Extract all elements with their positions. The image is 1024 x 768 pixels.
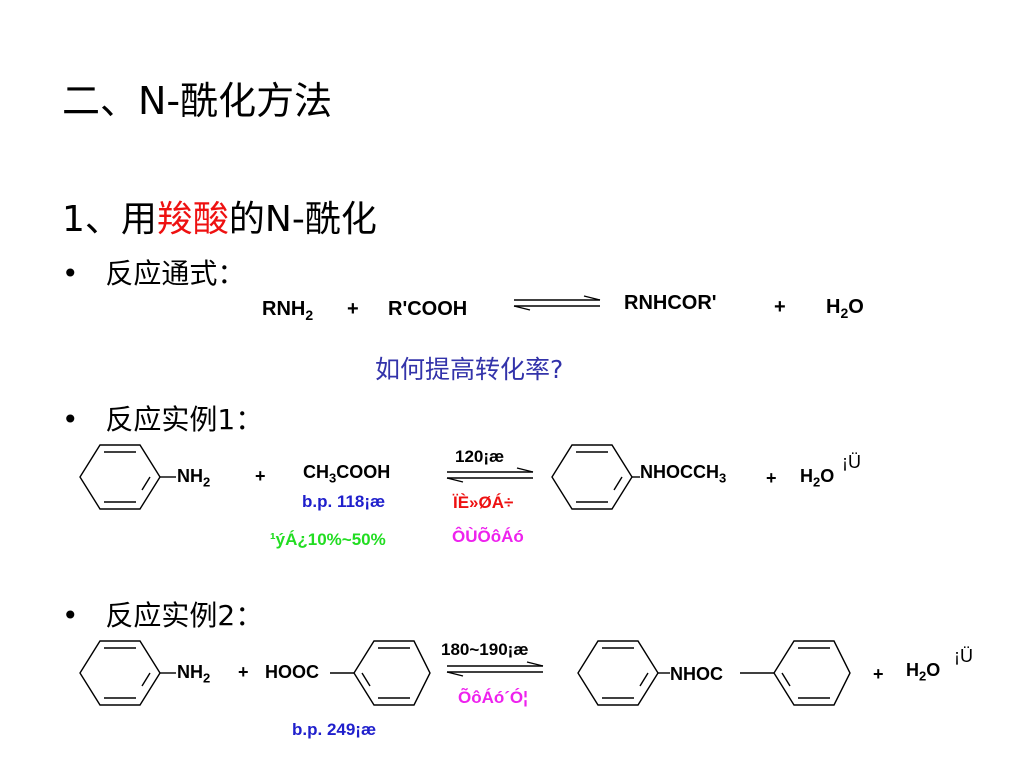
slide-title: 二、N-酰化方法: [62, 79, 333, 123]
bullet-label: 反应实例1：: [105, 403, 264, 436]
section-heading: 1、用羧酸的N-酰化: [62, 199, 377, 240]
bullet-general-equation: • 反应通式：: [62, 252, 245, 292]
ex2-amine: NH2: [177, 662, 211, 686]
ex1-amine: NH2: [177, 466, 211, 490]
bullet-example-2: • 反应实例2：: [62, 594, 263, 634]
equilibrium-arrow: [513, 295, 601, 311]
ex2-suffix: ¡Ü: [954, 646, 973, 666]
ex1-product: NHOCCH3: [640, 462, 727, 486]
bullet-mark: •: [62, 257, 79, 290]
general-plus-1: +: [347, 298, 359, 320]
ex2-equilibrium-arrow: [446, 661, 544, 677]
general-acid: R'COOH: [388, 298, 468, 320]
ex1-note-reflux: ÏÈ»ØÁ÷: [453, 493, 514, 512]
benzene-ring-benzanilide-left: [577, 640, 670, 706]
general-water: H2O: [826, 296, 864, 321]
general-plus-2: +: [774, 296, 786, 318]
bullet-mark: •: [62, 599, 79, 632]
ex2-product: NHOC: [670, 664, 723, 684]
benzene-ring-benzanilide-right: [740, 640, 851, 706]
benzene-ring-benzoic-acid: [330, 640, 431, 706]
ex1-plus-1: +: [255, 466, 266, 486]
ex1-water: H2O: [800, 466, 835, 490]
ex2-note-distill: ÕôÁó´Ó¦: [458, 688, 528, 707]
ex1-boiling-point: b.p. 118¡æ: [302, 492, 386, 511]
ex1-temperature: 120¡æ: [455, 447, 505, 466]
ex2-temperature: 180~190¡æ: [441, 640, 529, 659]
ex2-water: H2O: [906, 660, 941, 684]
highlight-carboxylic-acid: 羧酸: [156, 199, 229, 240]
general-product: RNHCOR': [624, 292, 717, 314]
conversion-question: 如何提高转化率?: [375, 355, 564, 384]
bullet-label: 反应实例2：: [105, 599, 264, 632]
ex1-suffix: ¡Ü: [842, 452, 861, 472]
ex2-plus-2: +: [873, 664, 884, 684]
ex1-acid: CH3COOH: [303, 462, 391, 486]
benzene-ring-aniline-2: [79, 640, 176, 706]
benzene-ring-acetanilide: [551, 444, 640, 510]
ex2-plus-1: +: [238, 662, 249, 682]
ex1-excess-note: ¹ýÁ¿10%~50%: [270, 530, 386, 549]
bullet-mark: •: [62, 403, 79, 436]
ex1-note-distill: ÔÙÕôÁó: [452, 527, 524, 546]
bullet-example-1: • 反应实例1：: [62, 398, 263, 438]
ex2-acid: HOOC: [265, 662, 319, 682]
general-amine: RNH2: [262, 298, 314, 323]
ex1-equilibrium-arrow: [446, 467, 534, 483]
bullet-label: 反应通式：: [105, 257, 246, 290]
ex1-plus-2: +: [766, 468, 777, 488]
ex2-boiling-point: b.p. 249¡æ: [292, 720, 377, 739]
benzene-ring-aniline-1: [79, 444, 176, 510]
